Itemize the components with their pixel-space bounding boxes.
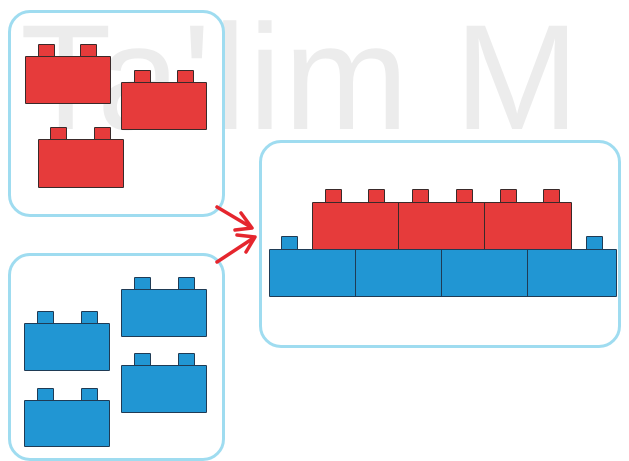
blue-brick [269, 249, 357, 297]
red-brick [484, 202, 572, 250]
arrow-right-icon [215, 205, 254, 232]
blue-bricks-panel [8, 253, 225, 461]
watermark: Ta'lim M [20, 0, 582, 161]
blue-brick [441, 249, 529, 297]
arrow-right-icon [215, 233, 257, 264]
red-brick [312, 202, 400, 250]
red-bricks-panel [8, 10, 225, 217]
combined-bricks-panel [259, 140, 621, 348]
blue-brick [527, 249, 617, 297]
red-brick [398, 202, 486, 250]
blue-brick [355, 249, 443, 297]
